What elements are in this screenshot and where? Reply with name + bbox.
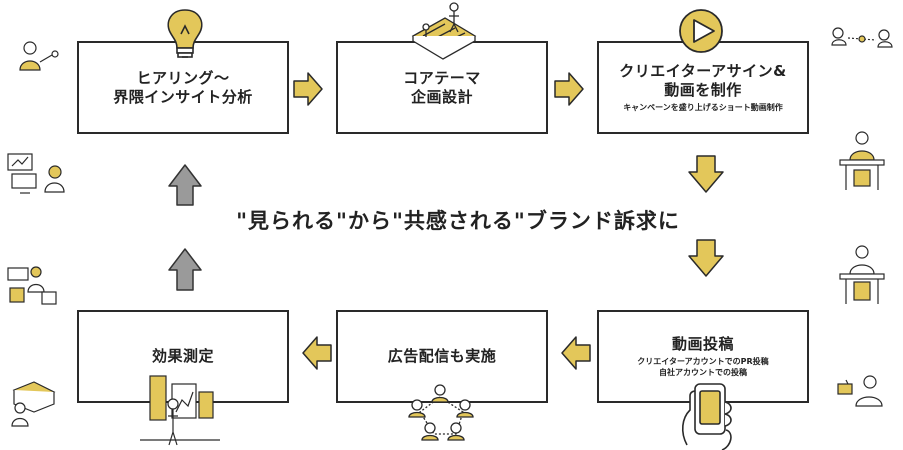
- arrow-right-2: [554, 72, 584, 106]
- arrow-left-1: [561, 336, 591, 370]
- center-message: "見られる"から"共感される"ブランド訴求に: [236, 209, 680, 233]
- person-left-1-icon: [19, 41, 59, 71]
- arrow-down-1: [688, 155, 724, 193]
- step-sub-creator-assign: キャンペーンを盛り上げるショート動画制作: [623, 103, 783, 112]
- arrow-up-2: [168, 248, 202, 291]
- people-network-icon: [408, 384, 474, 441]
- arrow-left-2: [302, 336, 332, 370]
- arrow-up-1: [168, 164, 202, 206]
- person-left-3-icon: [7, 266, 57, 305]
- step-title-core-theme: コアテーマ 企画設計: [403, 68, 481, 106]
- step-title-creator-assign: クリエイターアサイン& 動画を制作: [619, 62, 787, 99]
- step-title-measurement: 効果測定: [151, 347, 214, 365]
- smartphone-hand-icon: [681, 383, 732, 450]
- step-title-video-post: 動画投稿: [671, 335, 734, 353]
- step-box-creator-assign: クリエイターアサイン& 動画を制作 キャンペーンを盛り上げるショート動画制作: [597, 41, 809, 134]
- play-button-icon: [679, 9, 723, 53]
- analyst-chart-icon: [140, 375, 220, 446]
- arrow-down-2: [688, 239, 724, 277]
- step-title-hearing: ヒアリング〜 界隈インサイト分析: [113, 68, 253, 106]
- step-box-ad-delivery: 広告配信も実施: [336, 310, 548, 403]
- arrow-right-1: [293, 72, 323, 106]
- step-title-ad-delivery: 広告配信も実施: [387, 347, 497, 365]
- person-right-2-icon: [839, 131, 885, 190]
- person-left-2-icon: [7, 153, 65, 194]
- person-right-1-icon: [831, 27, 893, 48]
- person-left-4-icon: [11, 381, 56, 427]
- person-right-4-icon: [837, 375, 883, 407]
- person-right-3-icon: [839, 245, 885, 304]
- lightbulb-icon: [167, 9, 203, 58]
- map-person-icon: [411, 2, 477, 60]
- step-sub-video-post: クリエイターアカウントでのPR投稿 自社アカウントでの投稿: [637, 357, 769, 377]
